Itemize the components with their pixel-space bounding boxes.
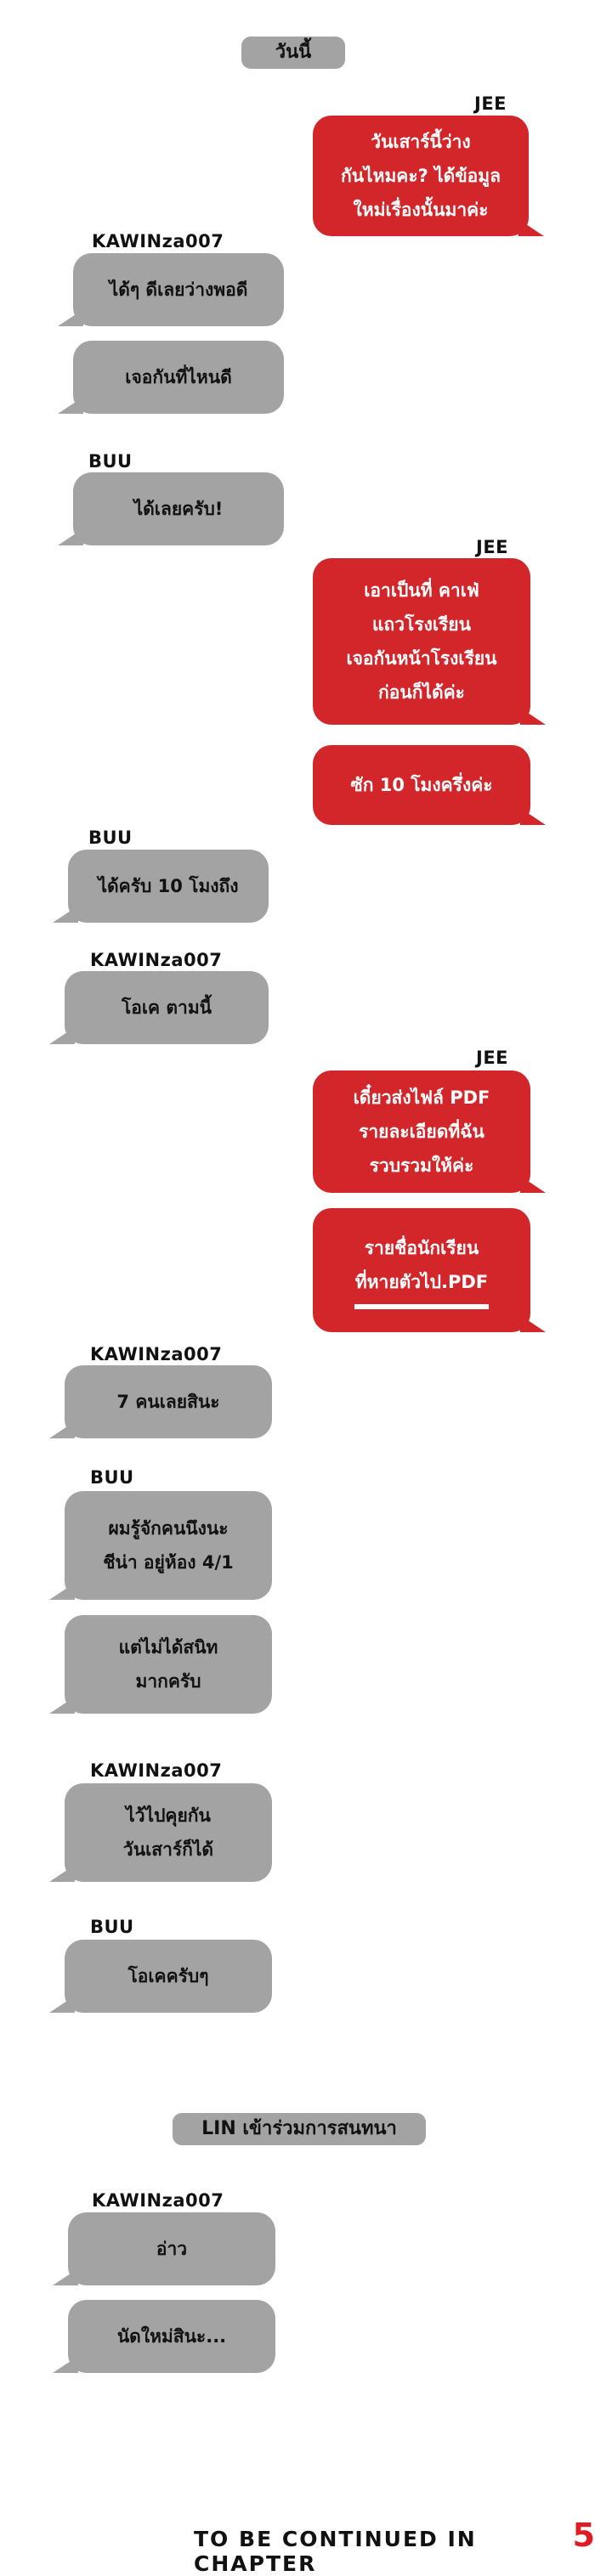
message-line: ได้ๆ ดีเลยว่างพอดี — [109, 280, 248, 300]
bubble-tail — [49, 1583, 75, 1600]
message-line: เจอกันที่ไหนดี — [125, 367, 232, 387]
sender-name-kawin: KAWINza007 — [92, 2190, 224, 2211]
message-bubble-kawin: นัดใหม่สินะ... — [53, 2300, 275, 2373]
bubble-tail — [53, 2356, 78, 2373]
bubble-tail — [520, 1315, 546, 1332]
sender-name-kawin: KAWINza007 — [92, 231, 224, 251]
bubble-tail — [58, 397, 83, 414]
bubble-tail — [58, 528, 83, 545]
message-line: ซัก 10 โมงครึ่งค่ะ — [350, 775, 493, 795]
message-line: รายละเอียดที่ฉัน — [359, 1121, 484, 1142]
pdf-file-name[interactable]: รายชื่อนักเรียน — [364, 1238, 479, 1258]
sender-name-buu: BUU — [88, 451, 133, 472]
message-line: เอาเป็นที่ คาเฟ่ — [364, 580, 479, 601]
sender-name-buu: BUU — [90, 1917, 134, 1937]
pdf-attachment-bubble[interactable]: รายชื่อนักเรียน ที่หายตัวไป.PDF — [313, 1208, 546, 1332]
bubble-tail — [520, 808, 546, 825]
chapter-number: 5 — [572, 2517, 595, 2554]
chapter-footer: TO BE CONTINUED IN CHAPTER 5 — [194, 2517, 595, 2576]
sender-name-jee: JEE — [474, 93, 507, 114]
message-line: วันเสาร์นี้ว่าง — [371, 132, 471, 152]
bubble-tail — [49, 1421, 75, 1438]
message-bubble-jee: เดี๋ยวส่งไฟล์ PDF รายละเอียดที่ฉัน รวบรว… — [313, 1071, 546, 1193]
bubble-tail — [518, 219, 544, 236]
message-bubble-kawin: ได้ๆ ดีเลยว่างพอดี — [58, 253, 284, 326]
bubble-tail — [58, 309, 83, 326]
message-line: เจอกันหน้าโรงเรียน — [346, 648, 497, 669]
message-line: เดี๋ยวส่งไฟล์ PDF — [353, 1087, 490, 1108]
bubble-tail — [49, 1865, 75, 1882]
message-bubble-buu: แต่ไม่ได้สนิท มากครับ — [49, 1615, 272, 1714]
sender-name-buu: BUU — [90, 1467, 134, 1488]
file-link-underline — [354, 1304, 489, 1309]
message-line: ก่อนก็ได้ค่ะ — [378, 682, 465, 703]
bubble-tail — [520, 708, 546, 725]
message-line: ชีน่า อยู่ห้อง 4/1 — [103, 1552, 234, 1573]
join-notice: LIN เข้าร่วมการสนทนา — [173, 2113, 426, 2145]
sender-name-kawin: KAWINza007 — [90, 950, 223, 970]
message-bubble-buu: ได้ครับ 10 โมงถึง — [53, 850, 269, 923]
sender-name-kawin: KAWINza007 — [90, 1344, 223, 1364]
message-line: แต่ไม่ได้สนิท — [118, 1637, 218, 1658]
message-line: วันเสาร์ก็ได้ — [122, 1839, 214, 1860]
bubble-tail — [53, 2268, 78, 2285]
message-bubble-buu: ผมรู้จักคนนึงนะ ชีน่า อยู่ห้อง 4/1 — [49, 1491, 272, 1600]
sender-name-buu: BUU — [88, 828, 133, 848]
message-line: อ่าว — [156, 2239, 188, 2259]
message-bubble-kawin: 7 คนเลยสินะ — [49, 1365, 272, 1438]
sender-name-kawin: KAWINza007 — [90, 1760, 223, 1781]
date-divider: วันนี้ — [241, 37, 345, 69]
message-bubble-jee: ซัก 10 โมงครึ่งค่ะ — [313, 745, 546, 825]
pdf-file-name[interactable]: ที่หายตัวไป.PDF — [354, 1272, 489, 1292]
message-line: รวบรวมให้ค่ะ — [369, 1155, 474, 1176]
bubble-tail — [53, 906, 78, 923]
continued-text: TO BE CONTINUED IN CHAPTER — [194, 2527, 477, 2576]
message-line: แถวโรงเรียน — [372, 614, 471, 635]
message-line: ไว้ไปคุยกัน — [126, 1805, 211, 1826]
message-line: ได้ครับ 10 โมงถึง — [98, 876, 239, 896]
message-line: ได้เลยครับ! — [133, 499, 224, 519]
message-line: กันไหมคะ? ได้ข้อมูล — [340, 166, 501, 186]
bubble-tail — [520, 1176, 546, 1193]
message-line: โอเค ตามนี้ — [121, 997, 212, 1018]
message-bubble-jee: เอาเป็นที่ คาเฟ่ แถวโรงเรียน เจอกันหน้าโ… — [313, 558, 546, 725]
message-bubble-kawin: อ่าว — [53, 2212, 275, 2285]
bubble-tail — [49, 1697, 75, 1714]
message-line: ใหม่เรื่องนั้นมาค่ะ — [353, 200, 489, 220]
sender-name-jee: JEE — [476, 537, 509, 557]
message-bubble-kawin: โอเค ตามนี้ — [49, 971, 269, 1044]
message-bubble-buu: ได้เลยครับ! — [58, 472, 284, 545]
message-line: 7 คนเลยสินะ — [116, 1392, 220, 1412]
message-bubble-buu: โอเคครับๆ — [49, 1940, 272, 2013]
message-line: นัดใหม่สินะ... — [116, 2326, 227, 2347]
message-bubble-jee: วันเสาร์นี้ว่าง กันไหมคะ? ได้ข้อมูล ใหม่… — [313, 116, 544, 236]
bubble-tail — [49, 1027, 75, 1044]
sender-name-jee: JEE — [476, 1048, 509, 1068]
message-line: โอเคครับๆ — [128, 1966, 209, 1986]
message-bubble-kawin: ไว้ไปคุยกัน วันเสาร์ก็ได้ — [49, 1783, 272, 1882]
message-line: ผมรู้จักคนนึงนะ — [108, 1518, 229, 1539]
message-bubble-kawin: เจอกันที่ไหนดี — [58, 341, 284, 414]
bubble-tail — [49, 1996, 75, 2013]
message-line: มากครับ — [135, 1671, 201, 1692]
